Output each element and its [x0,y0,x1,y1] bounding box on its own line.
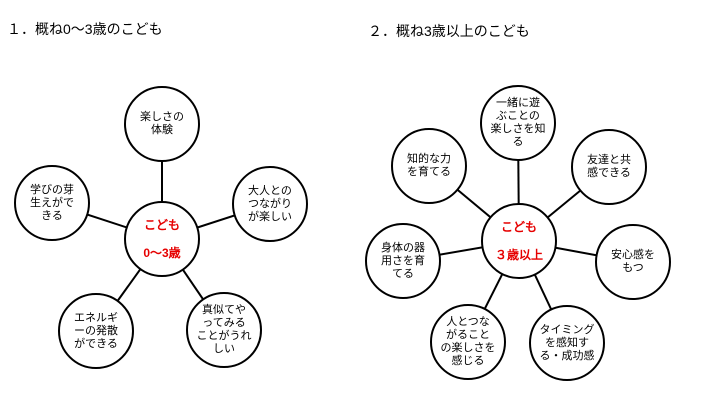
node-label: 真似てや ってみる ことがうれ しい [196,304,252,355]
d1-node-top: 楽しさの 体験 [124,86,200,162]
node-label: 知的な力 を育てる [407,153,451,178]
d1-node-lower-left: エネルギ ーの発散 ができる [58,293,134,369]
node-label: エネルギ ーの発散 ができる [74,311,118,350]
node-label: 身体の器 用さを育 てる [381,241,425,280]
d1-node-upper-left: 学びの芽 生えがで きる [14,165,90,241]
d2-node-top: 一緒に遊 ぶことの 楽しさを知 る [480,85,556,161]
d1-center-node: こども 0〜3歳 [124,201,200,277]
node-label: 学びの芽 生えがで きる [30,183,74,222]
d2-node-right: 安心感を もつ [595,224,671,300]
d2-node-lower-right: タイミング を感知す る・成功感 [529,305,605,381]
d1-node-upper-right: 大人との つながり が楽しい [232,166,308,242]
node-label: 安心感を もつ [611,249,655,274]
d2-node-lower-left: 人とつな がること の楽しさを 感じる [430,304,506,380]
d1-node-lower-right: 真似てや ってみる ことがうれ しい [186,292,262,368]
node-label: 楽しさの 体験 [140,111,184,136]
d2-node-left: 身体の器 用さを育 てる [365,223,441,299]
center-node-label: こども ３歳以上 [494,220,543,262]
node-label: 人とつな がること の楽しさを 感じる [440,316,496,367]
node-label: 友達と共 感できる [587,154,631,179]
node-label: 大人との つながり が楽しい [248,184,292,223]
node-label: 一緒に遊 ぶことの 楽しさを知 る [490,97,546,148]
d2-center-node: こども ３歳以上 [481,203,557,279]
diagram1-title: １．概ね0〜3歳のこども [7,21,163,37]
center-node-label: こども 0〜3歳 [143,218,181,260]
d2-node-upper-right: 友達と共 感できる [571,129,647,205]
diagram2-title: ２．概ね3歳以上のこども [368,23,530,39]
d2-node-upper-left: 知的な力 を育てる [391,128,467,204]
node-label: タイミング を感知す る・成功感 [539,323,595,362]
